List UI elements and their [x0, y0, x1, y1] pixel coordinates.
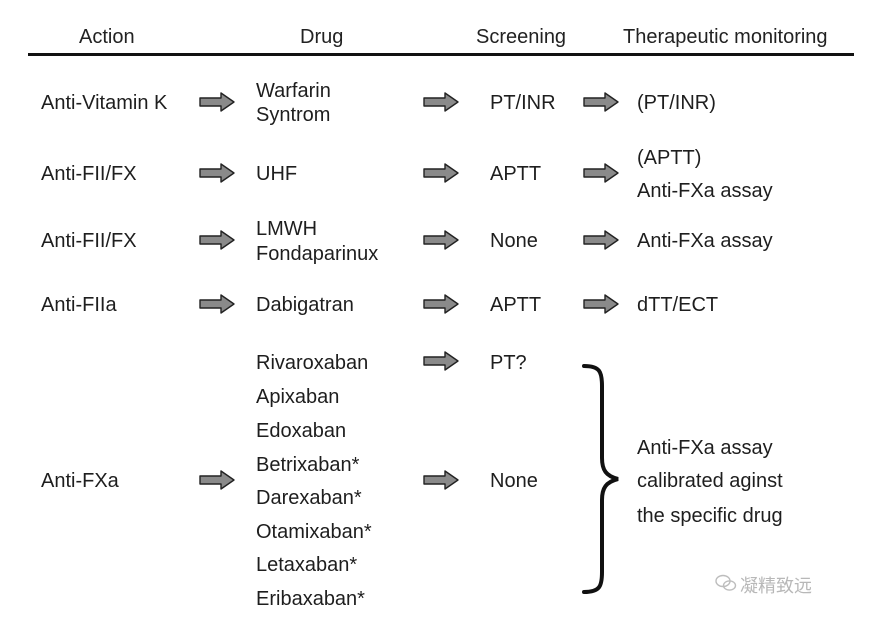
arrow-right-icon	[583, 294, 619, 314]
arrow-right-icon	[423, 470, 459, 490]
row5-drug-3: Edoxaban	[256, 420, 347, 442]
header-action: Action	[79, 26, 135, 48]
row2-monitoring-1: (APTT)	[637, 147, 702, 169]
arrow-right-icon	[583, 92, 619, 112]
watermark-text: 凝精致远	[740, 576, 812, 596]
arrow-right-icon	[423, 294, 459, 314]
arrow-right-icon	[199, 163, 235, 183]
arrow-right-icon	[423, 351, 459, 371]
row5-monitoring-2: calibrated aginst	[637, 470, 783, 492]
arrow-right-icon	[199, 470, 235, 490]
row3-screening: None	[490, 230, 538, 252]
arrow-right-icon	[423, 163, 459, 183]
header-screening: Screening	[476, 26, 567, 48]
arrow-right-icon	[199, 230, 235, 250]
wechat-icon	[715, 574, 737, 597]
row5-drug-6: Otamixaban*	[256, 521, 372, 543]
row3-drug-2: Fondaparinux	[256, 243, 379, 265]
row5-monitoring-3: the specific drug	[637, 505, 783, 527]
row1-action: Anti-Vitamin K	[41, 92, 168, 114]
right-brace	[578, 362, 622, 601]
header-divider	[28, 53, 854, 56]
row5-drug-7: Letaxaban*	[256, 554, 358, 576]
arrow-right-icon	[199, 294, 235, 314]
row4-drug-1: Dabigatran	[256, 294, 354, 316]
row1-monitoring: (PT/INR)	[637, 92, 716, 114]
row3-action: Anti-FII/FX	[41, 230, 137, 252]
row3-monitoring: Anti-FXa assay	[637, 230, 773, 252]
row2-action: Anti-FII/FX	[41, 163, 137, 185]
row4-monitoring: dTT/ECT	[637, 294, 719, 316]
header-monitoring: Therapeutic monitoring	[623, 26, 828, 48]
row5-drug-5: Darexaban*	[256, 487, 362, 509]
row2-monitoring-2: Anti-FXa assay	[637, 180, 773, 202]
arrow-right-icon	[423, 230, 459, 250]
header-drug: Drug	[300, 26, 344, 48]
row1-drug-2: Syntrom	[256, 104, 331, 126]
row1-drug-1: Warfarin	[256, 80, 331, 102]
row5-drug-4: Betrixaban*	[256, 454, 360, 476]
arrow-right-icon	[583, 230, 619, 250]
row5-drug-2: Apixaban	[256, 386, 340, 408]
arrow-right-icon	[199, 92, 235, 112]
row5-drug-1: Rivaroxaban	[256, 352, 369, 374]
row5-screening: None	[490, 470, 538, 492]
row1-screening: PT/INR	[490, 92, 556, 114]
row2-drug-1: UHF	[256, 163, 298, 185]
row4-action: Anti-FIIa	[41, 294, 117, 316]
row5-action: Anti-FXa	[41, 470, 119, 492]
row5-drug-8: Eribaxaban*	[256, 588, 365, 610]
row2-screening: APTT	[490, 163, 542, 185]
row5-monitoring-1: Anti-FXa assay	[637, 437, 773, 459]
row5-screening-first: PT?	[490, 352, 527, 374]
arrow-right-icon	[583, 163, 619, 183]
row3-drug-1: LMWH	[256, 218, 318, 240]
row4-screening: APTT	[490, 294, 542, 316]
arrow-right-icon	[423, 92, 459, 112]
